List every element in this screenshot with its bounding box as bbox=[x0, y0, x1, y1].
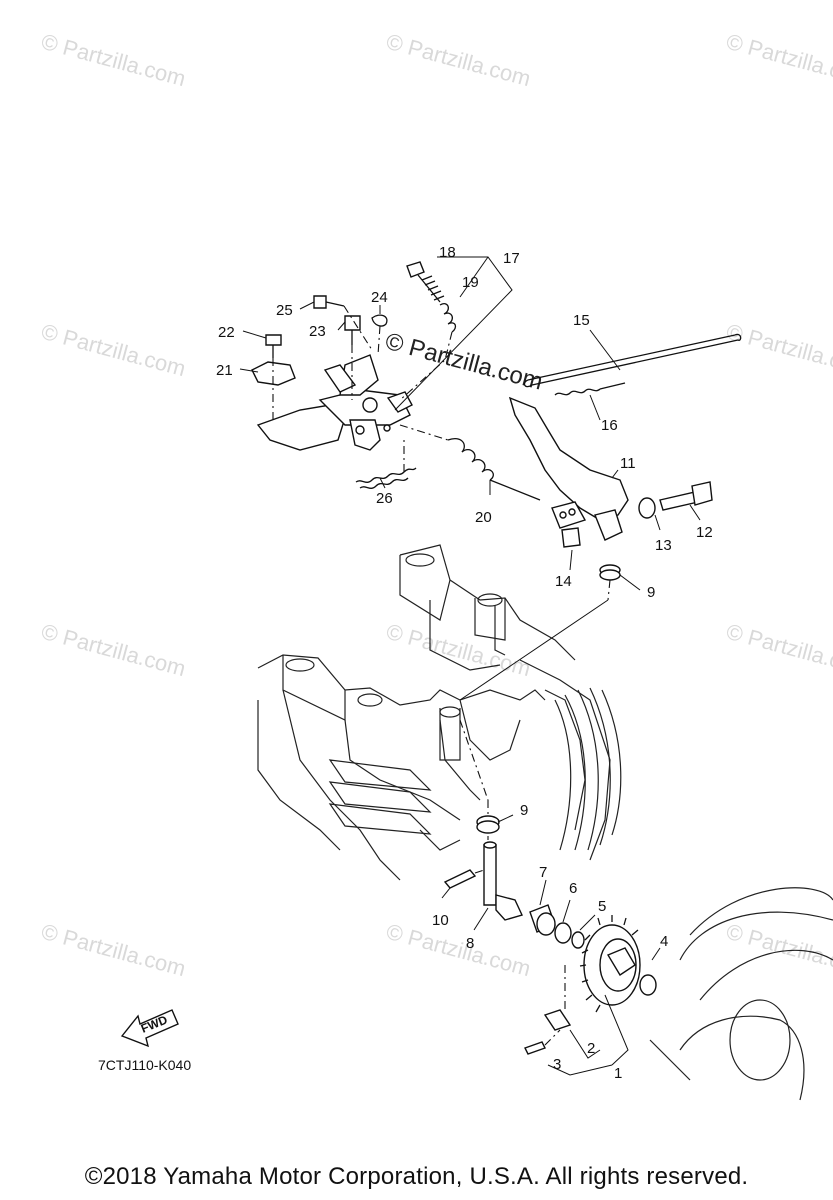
label-part-4: 4 bbox=[660, 933, 668, 950]
label-part-3: 3 bbox=[553, 1056, 561, 1073]
watermark-text: © Partzilla.com bbox=[39, 919, 189, 982]
diagram-code: 7CTJ110-K040 bbox=[98, 1057, 191, 1073]
slider-and-pin bbox=[524, 965, 572, 1055]
label-part-22: 22 bbox=[218, 324, 235, 341]
watermark-layer: © Partzilla.com © Partzilla.com © Partzi… bbox=[39, 29, 833, 982]
lever-bracket-assembly bbox=[251, 295, 417, 489]
label-part-17: 17 bbox=[503, 250, 520, 267]
pivot-bolt-and-washer bbox=[638, 481, 713, 519]
label-part-20: 20 bbox=[475, 509, 492, 526]
bushings-upper bbox=[561, 527, 621, 601]
label-part-26: 26 bbox=[376, 490, 393, 507]
return-spring bbox=[399, 424, 541, 501]
fwd-arrow: FWD bbox=[120, 1009, 179, 1048]
label-part-25: 25 bbox=[276, 302, 293, 319]
label-part-6: 6 bbox=[569, 880, 577, 897]
watermark-text: © Partzilla.com bbox=[724, 319, 833, 382]
label-part-12: 12 bbox=[696, 524, 713, 541]
label-part-19: 19 bbox=[462, 274, 479, 291]
washer bbox=[639, 974, 657, 996]
part-17-leaders bbox=[394, 256, 513, 411]
watermark-text: © Partzilla.com bbox=[724, 29, 833, 92]
bushing-lower bbox=[476, 815, 500, 834]
label-part-1: 1 bbox=[614, 1065, 622, 1082]
label-part-8: 8 bbox=[466, 935, 474, 952]
collar-washer-clip bbox=[529, 904, 585, 949]
label-part-24: 24 bbox=[371, 289, 388, 306]
watermark-center-text: © Partzilla.com bbox=[382, 328, 545, 396]
label-part-2: 2 bbox=[587, 1040, 595, 1057]
watermark-text: © Partzilla.com bbox=[39, 29, 189, 92]
fwd-arrow-icon bbox=[120, 1009, 179, 1048]
label-part-13: 13 bbox=[655, 537, 672, 554]
label-part-5: 5 bbox=[598, 898, 606, 915]
watermark-text: © Partzilla.com bbox=[39, 319, 189, 382]
adjust-screw-and-spring bbox=[399, 261, 457, 401]
label-part-21: 21 bbox=[216, 362, 233, 379]
engine-body-outline bbox=[257, 544, 622, 881]
label-part-9-lower: 9 bbox=[520, 802, 528, 819]
label-part-10: 10 bbox=[432, 912, 449, 929]
pin bbox=[443, 869, 485, 889]
links-15-16 bbox=[523, 333, 742, 396]
governor-shaft bbox=[483, 841, 523, 921]
label-part-23: 23 bbox=[309, 323, 326, 340]
part-labels: 1 2 3 4 5 6 7 8 9 9 10 11 12 13 14 15 16… bbox=[216, 244, 713, 1082]
watermark-text: © Partzilla.com bbox=[384, 29, 534, 92]
label-leaders bbox=[239, 301, 701, 1076]
crankcase-outline bbox=[649, 887, 833, 1101]
watermark-text: © Partzilla.com bbox=[384, 619, 534, 682]
label-part-18: 18 bbox=[439, 244, 456, 261]
watermark-text: © Partzilla.com bbox=[384, 919, 534, 982]
label-part-7: 7 bbox=[539, 864, 547, 881]
label-part-11: 11 bbox=[620, 455, 636, 472]
copyright-notice: ©2018 Yamaha Motor Corporation, U.S.A. A… bbox=[84, 1163, 749, 1190]
label-part-14: 14 bbox=[555, 573, 572, 590]
watermark-text: © Partzilla.com bbox=[724, 619, 833, 682]
lever-arm bbox=[508, 396, 629, 541]
label-part-15: 15 bbox=[573, 312, 590, 329]
label-part-9-upper: 9 bbox=[647, 584, 655, 601]
label-part-16: 16 bbox=[601, 417, 618, 434]
governor-gear bbox=[579, 915, 641, 1013]
watermark-text: © Partzilla.com bbox=[39, 619, 189, 682]
watermark-text: © Partzilla.com bbox=[724, 919, 833, 982]
